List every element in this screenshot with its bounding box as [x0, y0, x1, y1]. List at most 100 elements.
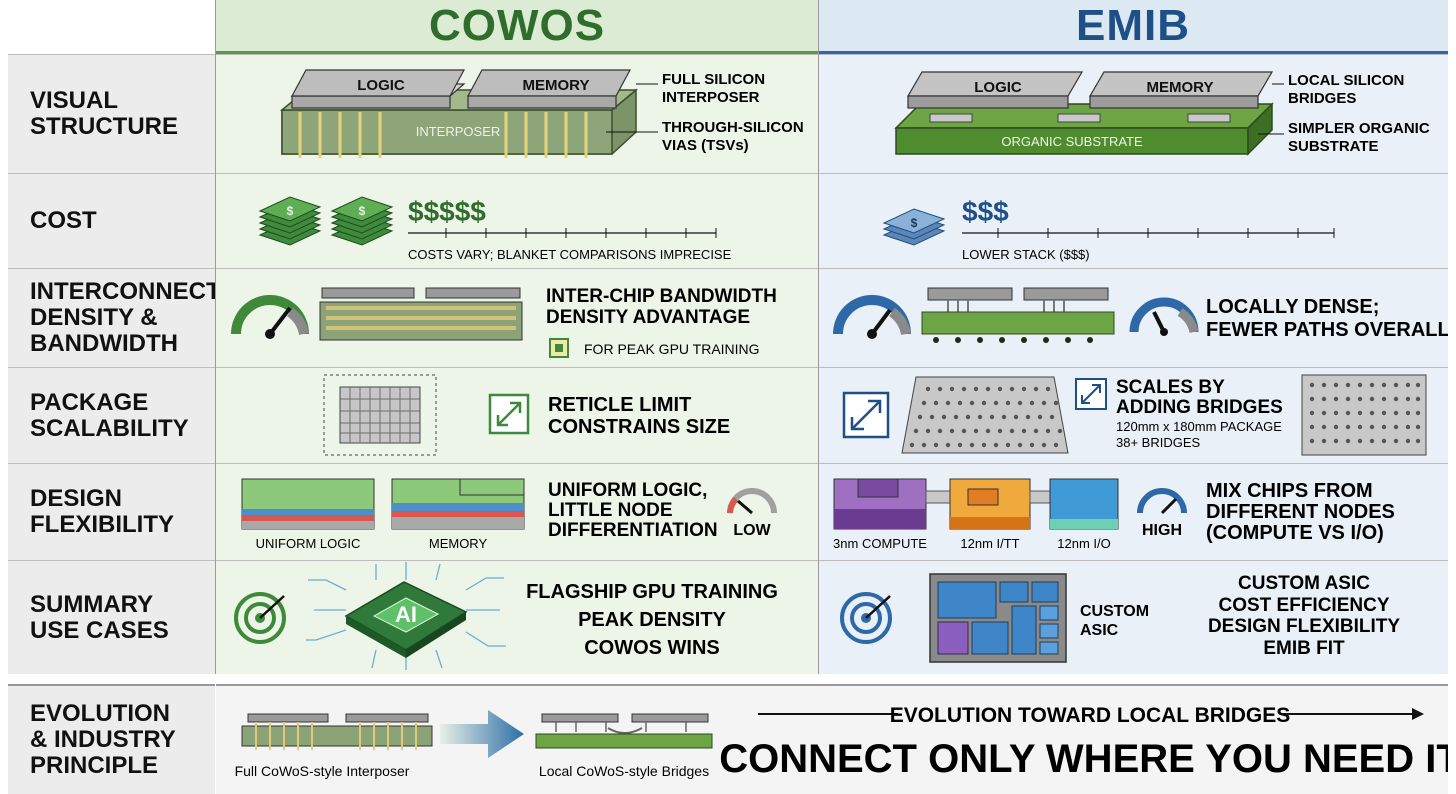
cowos-reticle-text: CONSTRAINS SIZE	[548, 416, 730, 438]
gauge-high-icon	[1137, 488, 1187, 515]
cowos-summary-graphic: AI FLAGSHIP GPU TRAINING PEAK DENSITY CO…	[234, 562, 778, 670]
emib-asic-label: CUSTOM	[1080, 603, 1149, 620]
column-divider	[818, 0, 819, 674]
emib-flex-text: (COMPUTE VS I/O)	[1206, 522, 1384, 544]
money-stack-icon: $	[882, 208, 946, 246]
cowos-interconnect-graphic: INTER-CHIP BANDWIDTH DENSITY ADVANTAGE F…	[231, 286, 777, 358]
row-label-line: FLEXIBILITY	[30, 511, 174, 538]
cowos-column-header: COWOS	[216, 0, 818, 54]
emib-bandwidth-title: LOCALLY DENSE;	[1206, 296, 1379, 318]
expand-icon	[842, 391, 890, 439]
evolution-caption: Local CoWoS-style Bridges	[539, 763, 709, 779]
emib-flexibility-graphic: 3nm COMPUTE 12nm I/TT 12nm I/O HIGH MIX …	[833, 478, 1395, 551]
row-label-line: USE CASES	[30, 616, 169, 644]
emib-interconnect-graphic: LOCALLY DENSE; FEWER PATHS OVERALL	[833, 287, 1448, 343]
row-label-cost: COST	[8, 173, 215, 268]
evolution-graphic: Full CoWoS-style Interposer Local CoWoS-…	[235, 704, 1448, 781]
emib-summary-graphic: CUSTOM ASIC CUSTOM ASIC COST EFFICIENCY …	[840, 573, 1400, 663]
row-label-line: INTERCONNECT	[30, 278, 221, 305]
evolution-arrow-icon	[440, 710, 524, 758]
cowos-summary-cell	[216, 560, 818, 674]
emib-summary-text: DESIGN FLEXIBILITY	[1208, 616, 1400, 637]
emib-cost-caption: LOWER STACK ($$$)	[962, 247, 1090, 262]
cowos-flex-caption: UNIFORM LOGIC	[256, 536, 361, 551]
ai-chip-label: AI	[395, 602, 417, 627]
cowos-summary-text: FLAGSHIP GPU TRAINING	[526, 581, 778, 603]
emib-logic-label: LOGIC	[974, 79, 1022, 96]
emib-substrate-label: ORGANIC SUBSTRATE	[1001, 134, 1143, 149]
cowos-flex-text: DIFFERENTIATION	[548, 520, 718, 541]
cowos-title: COWOS	[428, 0, 606, 50]
emib-flex-caption: 12nm I/TT	[960, 536, 1019, 551]
cowos-note-tsv: THROUGH-SILICON	[662, 119, 804, 136]
money-stack-icon: $	[330, 196, 394, 246]
emib-scales-sub: 38+ BRIDGES	[1116, 435, 1201, 450]
target-icon	[840, 592, 892, 644]
emib-flex-caption: 3nm COMPUTE	[833, 536, 927, 551]
emib-gauge-label: HIGH	[1142, 522, 1182, 539]
row-label-line: SCALABILITY	[30, 414, 189, 442]
evolution-arrow-text: EVOLUTION TOWARD LOCAL BRIDGES	[890, 704, 1291, 727]
emib-flex-caption: 12nm I/O	[1057, 536, 1110, 551]
emib-summary-cell	[818, 560, 1448, 674]
principle-headline: CONNECT ONLY WHERE YOU NEED IT	[719, 737, 1448, 781]
cowos-structure-diagram: LOGIC MEMORY INTERPOSER FULL SILICON INT…	[279, 69, 804, 158]
cowos-cost-dollars: $$$$$	[408, 196, 486, 227]
target-icon	[234, 592, 286, 644]
emib-title: EMIB	[1076, 0, 1190, 50]
svg-text:$: $	[359, 204, 366, 218]
row-label-line: DESIGN	[30, 485, 123, 512]
emib-bandwidth-title: FEWER PATHS OVERALL	[1206, 319, 1448, 341]
emib-summary-text: EMIB FIT	[1263, 638, 1345, 659]
emib-memory-label: MEMORY	[1147, 79, 1214, 96]
cowos-cost-caption: COSTS VARY; BLANKET COMPARISONS IMPRECIS…	[408, 247, 732, 262]
cowos-reticle-text: RETICLE LIMIT	[548, 394, 691, 416]
emib-asic-label: ASIC	[1080, 622, 1119, 639]
emib-scales-text: ADDING BRIDGES	[1116, 397, 1283, 418]
cowos-memory-label: MEMORY	[523, 77, 590, 94]
emib-cost-graphic: $ $$$ LOWER STACK ($$$)	[882, 196, 1335, 262]
cowos-flexibility-graphic: UNIFORM LOGIC MEMORY UNIFORM LOGIC, LITT…	[241, 478, 777, 551]
cowos-note-interposer: INTERPOSER	[662, 89, 760, 106]
emib-summary-text: COST EFFICIENCY	[1218, 595, 1389, 616]
emib-note-bridges: BRIDGES	[1288, 90, 1356, 107]
emib-note-substrate: SUBSTRATE	[1288, 138, 1379, 155]
row-label-line: DENSITY &	[30, 304, 158, 331]
emib-scales-sub: 120mm x 180mm PACKAGE	[1116, 419, 1282, 434]
evolution-caption: Full CoWoS-style Interposer	[235, 763, 410, 779]
row-label-line: PRINCIPLE	[30, 752, 159, 779]
emib-structure-diagram: ORGANIC SUBSTRATE LOGIC MEMORY LOCAL SIL…	[894, 71, 1430, 156]
cowos-cost-graphic: $ $ $$$$$ COSTS VARY; BLANKET COMPARISON…	[258, 196, 732, 262]
cowos-note-interposer: FULL SILICON	[662, 71, 765, 88]
money-stack-icon: $	[258, 196, 322, 246]
row-label-line: STRUCTURE	[30, 113, 178, 140]
emib-scalability-graphic: SCALES BY ADDING BRIDGES 120mm x 180mm P…	[842, 374, 1427, 456]
cowos-summary-text: COWOS WINS	[584, 637, 720, 659]
emib-column-header: EMIB	[818, 0, 1448, 54]
cowos-flex-caption: MEMORY	[429, 536, 488, 551]
cowos-flex-text: LITTLE NODE	[548, 500, 673, 521]
svg-text:$: $	[287, 204, 294, 218]
expand-icon	[1075, 378, 1107, 410]
row-label-line: EVOLUTION	[30, 700, 171, 727]
row-label-line: VISUAL	[30, 87, 119, 114]
cowos-logic-label: LOGIC	[357, 77, 405, 94]
speedometer-icon	[1129, 297, 1199, 336]
emib-note-substrate: SIMPLER ORGANIC	[1288, 120, 1430, 137]
cowos-interposer-label: INTERPOSER	[416, 124, 501, 139]
expand-icon	[488, 393, 530, 435]
svg-text:$: $	[911, 216, 918, 230]
row-label-line: BANDWIDTH	[30, 330, 178, 357]
emib-cost-dollars: $$$	[962, 196, 1009, 227]
emib-summary-text: CUSTOM ASIC	[1238, 573, 1370, 594]
cowos-bandwidth-title: DENSITY ADVANTAGE	[546, 307, 750, 328]
emib-note-bridges: LOCAL SILICON	[1288, 72, 1404, 89]
speedometer-icon	[833, 295, 911, 339]
gauge-low-icon	[727, 488, 777, 515]
cowos-flex-text: UNIFORM LOGIC,	[548, 480, 707, 501]
speedometer-icon	[231, 295, 309, 339]
